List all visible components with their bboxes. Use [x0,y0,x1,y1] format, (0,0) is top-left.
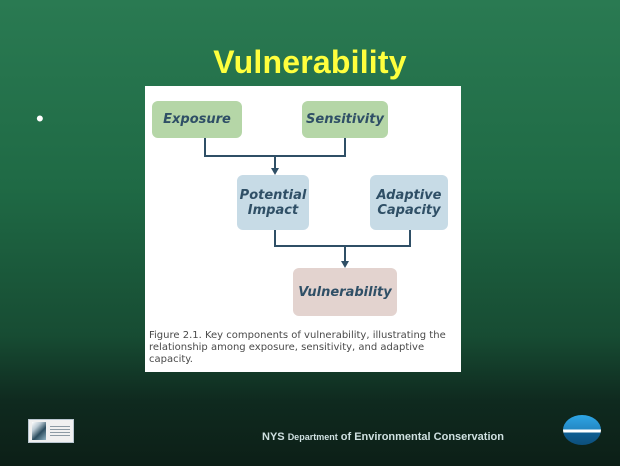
vulnerability-label: Vulnerability [298,284,392,300]
connector-to-vulnerability [344,245,346,262]
slide-title: Vulnerability [213,44,407,80]
exposure-label: Exposure [163,112,231,127]
potential-impact-box: Potential Impact [237,175,309,230]
connector-sensitivity-down [344,138,346,156]
leaf-logo-icon [32,422,46,440]
connector-exposure-down [204,138,206,156]
arrow-to-vulnerability [341,261,349,268]
adaptive-capacity-label: Adaptive Capacity [376,187,442,218]
connector-bottom-horizontal [274,245,411,247]
logo-text-lines [50,426,70,436]
footer-department: NYS Department of Environmental Conserva… [262,431,504,443]
footer-department-word: Department [287,432,338,442]
exposure-box: Exposure [152,101,242,138]
connector-to-impact [274,155,276,169]
figure-caption: Figure 2.1. Key components of vulnerabil… [149,330,446,365]
adaptive-capacity-box: Adaptive Capacity [370,175,448,230]
connector-capacity-down [409,230,411,245]
potential-impact-label: Potential Impact [239,187,307,218]
sensitivity-label: Sensitivity [306,112,384,127]
sensitivity-box: Sensitivity [302,101,388,138]
connector-impact-down [274,230,276,245]
nysdec-logo-icon [563,415,601,445]
vulnerability-box: Vulnerability [293,268,397,316]
footer-environmental-conservation: of Environmental Conservation [337,431,504,443]
vulnerability-diagram: Exposure Sensitivity Potential Impact Ad… [145,86,461,372]
arrow-to-impact [271,168,279,175]
footer-nys: NYS [262,431,288,443]
bullet-point: • [36,106,44,131]
organization-logo-left [28,419,74,443]
